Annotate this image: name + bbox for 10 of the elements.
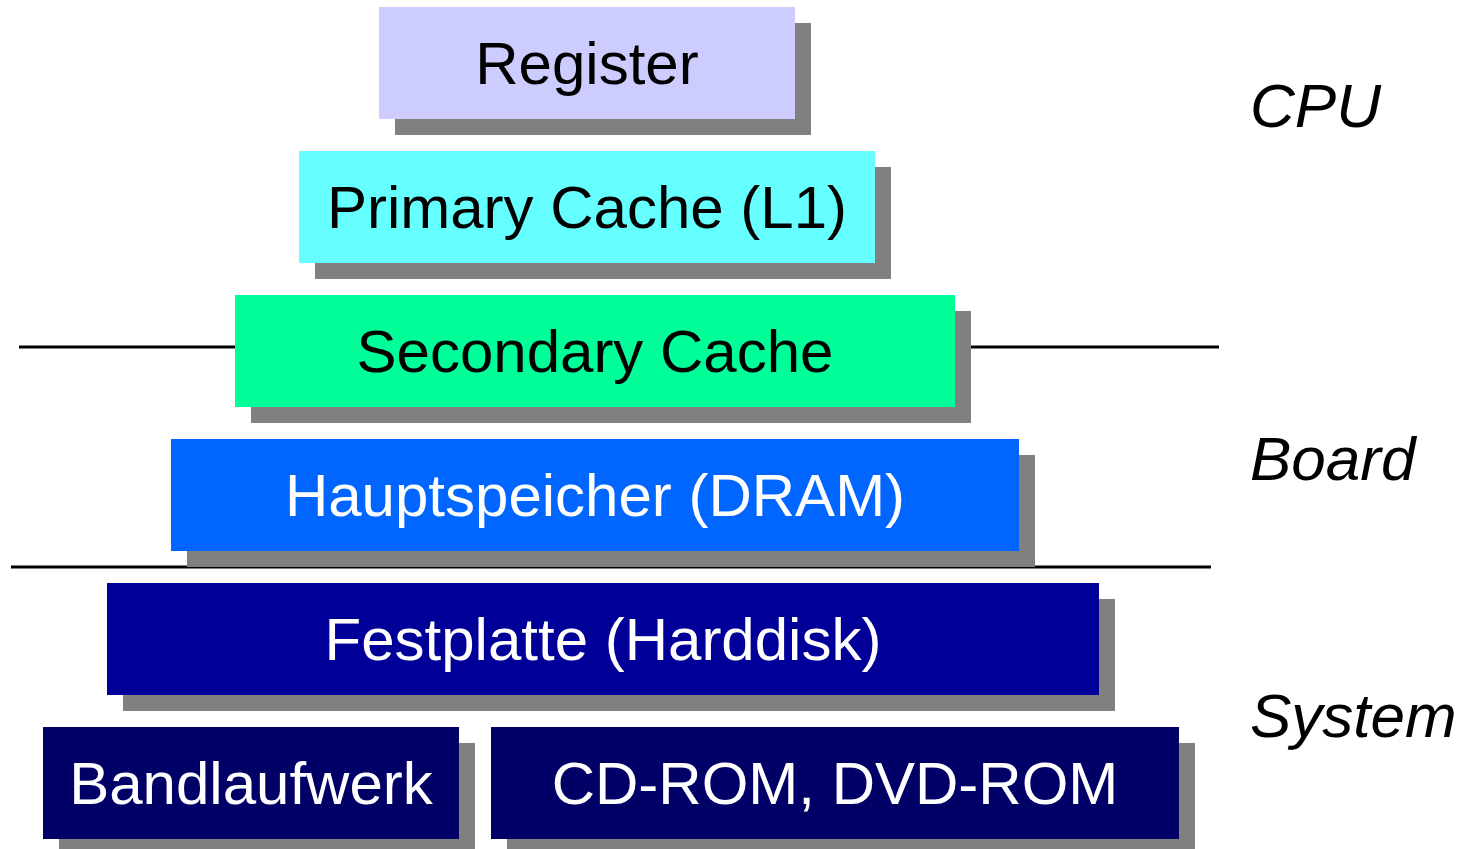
level-label: Secondary Cache (356, 316, 834, 386)
level-label: Festplatte (Harddisk) (324, 604, 882, 674)
level-label: Register (475, 28, 699, 98)
zone-label: System (1250, 680, 1457, 751)
level-label: CD-ROM, DVD-ROM (551, 748, 1119, 818)
zone-label: CPU (1250, 70, 1381, 141)
level-label: Hauptspeicher (DRAM) (284, 460, 906, 530)
level-label: Primary Cache (L1) (326, 172, 848, 242)
level-label: Bandlaufwerk (69, 748, 433, 818)
zone-label: Board (1250, 423, 1416, 494)
